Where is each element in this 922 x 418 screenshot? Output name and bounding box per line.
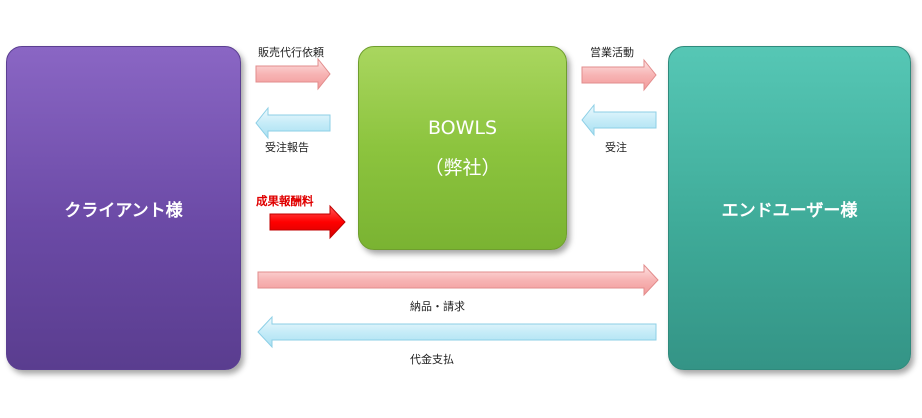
enduser-box: エンドユーザー様 bbox=[668, 46, 911, 370]
bowls-name: BOWLS bbox=[427, 116, 498, 139]
arrow-sales-activity bbox=[581, 58, 657, 92]
label-sales-agency-request: 販売代行依頼 bbox=[258, 46, 324, 59]
enduser-label: エンドユーザー様 bbox=[721, 200, 858, 221]
arrow-success-fee bbox=[269, 204, 346, 240]
arrow-sales-agency-request bbox=[255, 57, 331, 91]
label-sales-activity: 営業活動 bbox=[590, 46, 634, 59]
arrow-payment bbox=[257, 315, 657, 349]
arrow-delivery-billing bbox=[257, 263, 659, 297]
client-label: クライアント様 bbox=[64, 200, 183, 221]
arrow-order-received bbox=[581, 103, 657, 137]
label-order-report: 受注報告 bbox=[265, 141, 309, 154]
label-order-received: 受注 bbox=[605, 141, 627, 154]
bowls-box: BOWLS （弊社） bbox=[358, 46, 567, 250]
bowls-subtitle: （弊社） bbox=[424, 156, 501, 179]
label-delivery-billing: 納品・請求 bbox=[410, 300, 465, 313]
client-box: クライアント様 bbox=[6, 46, 241, 370]
label-success-fee: 成果報酬料 bbox=[256, 194, 314, 208]
arrow-order-report bbox=[255, 106, 331, 140]
label-payment: 代金支払 bbox=[410, 353, 454, 366]
